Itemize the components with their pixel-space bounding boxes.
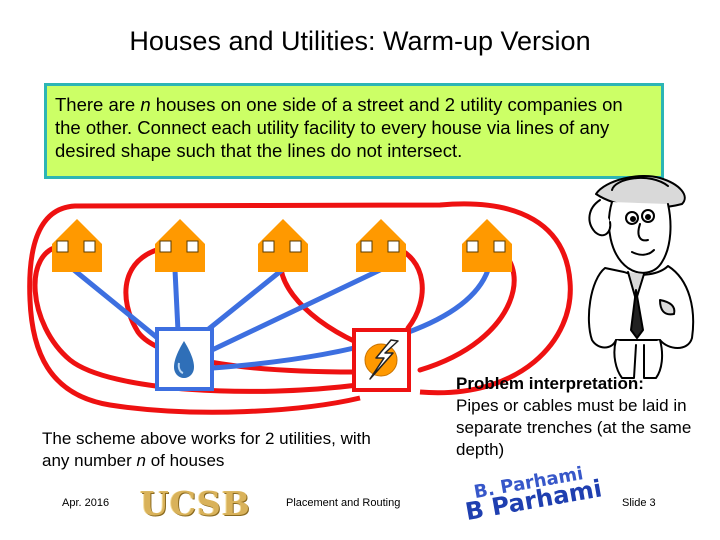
ucsb-logo: UCSB xyxy=(140,484,251,523)
water-line-house-3 xyxy=(197,267,285,339)
house-2 xyxy=(155,219,205,272)
power-line-house-2 xyxy=(123,243,358,375)
scheme-caption: The scheme above works for 2 utilities, … xyxy=(42,428,402,472)
problem-var-n: n xyxy=(140,94,151,115)
house-4 xyxy=(356,219,406,272)
water-line-house-1 xyxy=(71,267,163,343)
water-utility xyxy=(155,327,214,391)
footer-date: Apr. 2016 xyxy=(62,497,110,509)
water-lines xyxy=(71,267,491,371)
interpretation-heading: Problem interpretation: xyxy=(456,374,644,393)
house-3 xyxy=(258,219,308,272)
power-outer-loop xyxy=(27,201,573,415)
problem-interpretation: Problem interpretation: Pipes or cables … xyxy=(456,373,716,461)
caption-var-n: n xyxy=(136,451,146,470)
caption-text-end: of houses xyxy=(145,451,225,470)
slide-title: Houses and Utilities: Warm-up Version xyxy=(129,26,591,56)
house-5 xyxy=(462,219,512,272)
lightning-bolt-icon xyxy=(369,339,399,380)
problem-text-end: houses on one side of a street and 2 uti… xyxy=(55,94,623,161)
footer-topic: Placement and Routing xyxy=(286,497,401,509)
water-line-house-2 xyxy=(172,267,181,334)
problem-statement-box: There are n houses on one side of a stre… xyxy=(44,83,664,179)
footer-slide-number: Slide 3 xyxy=(622,497,656,509)
author-signature-logo: B. Parhami B Parhami xyxy=(463,463,604,532)
power-utility xyxy=(352,328,411,392)
water-line-house-4 xyxy=(209,267,383,353)
problem-text-start: There are xyxy=(55,94,141,115)
caption-text-start: The scheme above works for 2 utilities, … xyxy=(42,429,371,470)
house-1 xyxy=(52,219,102,272)
power-outer-loop-line xyxy=(27,201,573,415)
power-line-house-1 xyxy=(32,243,361,394)
confused-guard-illustration xyxy=(587,174,695,379)
interpretation-body: Pipes or cables must be laid in separate… xyxy=(456,396,692,459)
